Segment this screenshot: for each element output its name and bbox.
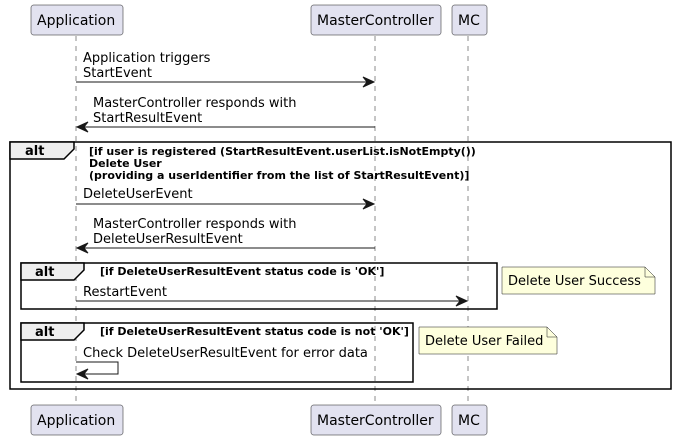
fragment-guard: [if DeleteUserResultEvent status code is… [100, 325, 409, 338]
participant-mc-label: MC [458, 13, 480, 29]
inner-alt-fragment-ok: alt [if DeleteUserResultEvent status cod… [20, 262, 498, 310]
fragment-guard-line3: (providing a userIdentifier from the lis… [89, 169, 469, 182]
participant-application-label: Application [37, 413, 115, 429]
arrow-left-icon [75, 121, 89, 133]
fragment-label: alt [35, 325, 54, 340]
note-delete-user-success: Delete User Success [501, 266, 656, 295]
participant-mastercontroller-label: MasterController [317, 413, 434, 429]
message-label-line2: StartResultEvent [93, 111, 202, 126]
message-check-error-data: Check DeleteUserResultEvent for error da… [75, 346, 368, 380]
message-label: DeleteUserEvent [83, 187, 193, 202]
message-start-result-event: MasterController responds with StartResu… [75, 96, 375, 133]
participant-mc-bottom: MC [451, 404, 488, 436]
note-text: Delete User Success [508, 274, 641, 289]
participant-application-label: Application [37, 13, 115, 29]
message-label-line1: Application triggers [83, 51, 211, 66]
arrow-right-icon [362, 76, 376, 88]
fragment-label: alt [35, 265, 54, 280]
arrow-left-icon [75, 368, 89, 380]
message-restart-event: RestartEvent [76, 285, 469, 307]
message-label-line2: StartEvent [83, 66, 152, 81]
participant-mc-label: MC [458, 413, 480, 429]
message-label: Check DeleteUserResultEvent for error da… [83, 346, 368, 361]
fragment-label: alt [25, 144, 44, 159]
fragment-guard-line2: Delete User [89, 157, 162, 170]
message-delete-user-result-event: MasterController responds with DeleteUse… [75, 217, 375, 254]
fragment-guard-line1: [if user is registered (StartResultEvent… [89, 145, 476, 158]
note-delete-user-failed: Delete User Failed [418, 326, 558, 355]
participant-mastercontroller-top: MasterController [310, 4, 442, 36]
message-label-line1: MasterController responds with [93, 96, 297, 111]
participant-mastercontroller-bottom: MasterController [310, 404, 442, 436]
message-start-event: Application triggers StartEvent [76, 51, 376, 88]
note-text: Delete User Failed [425, 334, 543, 349]
arrow-right-icon [362, 198, 376, 210]
message-delete-user-event: DeleteUserEvent [76, 187, 376, 210]
message-label-line1: MasterController responds with [93, 217, 297, 232]
arrow-right-icon [455, 295, 469, 307]
participant-application-bottom: Application [30, 404, 124, 436]
inner-alt-fragment-not-ok: alt [if DeleteUserResultEvent status cod… [20, 322, 414, 383]
outer-alt-fragment: alt [if user is registered (StartResultE… [9, 141, 672, 390]
arrow-left-icon [75, 242, 89, 254]
participant-mastercontroller-label: MasterController [317, 13, 434, 29]
message-label-line2: DeleteUserResultEvent [93, 232, 243, 247]
participant-application-top: Application [30, 4, 124, 36]
fragment-guard: [if DeleteUserResultEvent status code is… [100, 265, 384, 278]
participant-mc-top: MC [451, 4, 488, 36]
message-label: RestartEvent [83, 285, 167, 300]
